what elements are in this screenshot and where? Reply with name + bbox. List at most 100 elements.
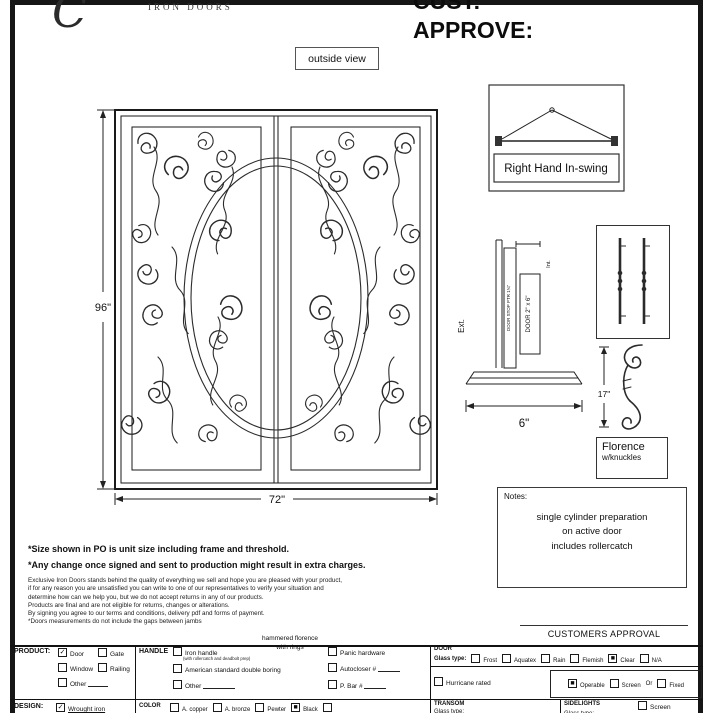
label-autocloser: Autocloser # xyxy=(340,666,377,673)
blank-autocloser[interactable] xyxy=(377,665,400,672)
checkbox-hurricane[interactable] xyxy=(434,677,443,686)
option-glass-flemish[interactable]: Flemish xyxy=(570,654,603,664)
checkbox-operable[interactable]: ■ xyxy=(567,679,577,688)
blank-handle-other[interactable] xyxy=(203,682,236,689)
checkbox-black[interactable]: ■ xyxy=(291,703,301,712)
checkbox-color-extra[interactable] xyxy=(322,703,332,712)
checkbox-railing[interactable] xyxy=(98,663,107,672)
checkbox-a-bronze[interactable] xyxy=(212,703,222,712)
scroll-handle xyxy=(621,344,643,430)
door-section-label: DOOR 2" x 6" xyxy=(526,296,532,333)
frame-left xyxy=(10,0,15,713)
jamb-width-dimension xyxy=(465,400,583,412)
checkbox-handle-other[interactable] xyxy=(173,680,182,689)
door-height-dim: 96" xyxy=(95,302,111,314)
option-product-gate[interactable]: Gate xyxy=(98,648,124,658)
checkbox-sidelights-screen[interactable] xyxy=(638,701,647,710)
option-fixed[interactable]: Fixed xyxy=(657,679,684,689)
option-glass-na[interactable]: N/A xyxy=(639,654,662,664)
handle-name: Florence xyxy=(602,441,645,453)
fine-print-line-5: By signing you agree to our terms and co… xyxy=(28,610,265,618)
label-american-boring: American standard double boring xyxy=(185,667,281,674)
checkbox-door-screen[interactable] xyxy=(609,679,619,688)
swing-label: Right Hand In-swing xyxy=(504,163,608,175)
interior-label: Int. xyxy=(546,260,552,268)
checkbox-frost[interactable] xyxy=(471,654,481,663)
transom-sidelights-divider xyxy=(560,699,561,713)
label-black: Black xyxy=(303,707,318,713)
option-product-other[interactable]: Other xyxy=(58,678,109,688)
checkbox-american-boring[interactable] xyxy=(173,664,182,673)
annotation-line-1: hammered florence xyxy=(262,635,318,642)
checkbox-rain[interactable] xyxy=(541,654,551,663)
label-gate: Gate xyxy=(110,651,125,658)
label-hurricane: Hurricane rated xyxy=(446,680,491,687)
checkbox-flemish[interactable] xyxy=(570,654,580,663)
option-product-door[interactable]: ✓Door xyxy=(58,648,84,658)
option-color-black[interactable]: ■Black xyxy=(291,703,318,713)
notes-line-3: includes rollercatch xyxy=(551,540,633,552)
option-product-railing[interactable]: Railing xyxy=(98,663,130,673)
color-label: COLOR xyxy=(139,703,161,709)
blank-pbar[interactable] xyxy=(364,682,387,689)
checkbox-gate[interactable] xyxy=(98,648,107,657)
label-flemish: Flemish xyxy=(582,658,604,664)
door-stop-label: DOOR STOP PTR 1¾" xyxy=(506,285,511,332)
label-pewter: Pewter xyxy=(267,707,287,713)
option-glass-frost[interactable]: Frost xyxy=(471,654,497,664)
checkbox-pbar[interactable] xyxy=(328,680,337,689)
option-hurricane[interactable]: Hurricane rated xyxy=(434,677,491,687)
footnote-size: *Size shown in PO is unit size including… xyxy=(28,544,290,554)
sidelights-glass-label: Glass type: xyxy=(564,711,594,713)
option-glass-aquatex[interactable]: Aquatex xyxy=(502,654,536,664)
signature-line[interactable] xyxy=(520,625,688,626)
notes-title: Notes: xyxy=(504,492,528,501)
option-iron-handle[interactable]: Iron handle xyxy=(173,647,218,657)
option-sidelights-screen[interactable]: Screen xyxy=(638,701,671,711)
frame-top xyxy=(10,0,698,5)
option-color-pewter[interactable]: Pewter xyxy=(255,703,286,713)
option-panic-hardware[interactable]: Panic hardware xyxy=(328,647,385,657)
option-glass-clear[interactable]: ■Clear xyxy=(608,654,635,664)
customers-approval-label: CUSTOMERS APPROVAL xyxy=(547,629,661,639)
checkbox-clear[interactable]: ■ xyxy=(608,654,618,663)
checkbox-aquatex[interactable] xyxy=(502,654,512,663)
option-american-boring[interactable]: American standard double boring xyxy=(173,664,281,674)
checkbox-fixed[interactable] xyxy=(657,679,667,688)
or-label: Or xyxy=(645,681,653,687)
door-pulls-box xyxy=(596,225,670,339)
order-form: PRODUCT: ✓Door Gate Window Railing Other… xyxy=(10,645,703,713)
option-wrought-iron[interactable]: ✓Wrought iron xyxy=(56,703,105,713)
option-color-a-bronze[interactable]: A. bronze xyxy=(212,703,250,713)
option-color-extra[interactable] xyxy=(322,703,335,713)
blank-product-other[interactable] xyxy=(88,680,109,687)
label-railing: Railing xyxy=(110,666,130,673)
option-product-window[interactable]: Window xyxy=(58,663,93,673)
option-glass-rain[interactable]: Rain xyxy=(541,654,565,664)
option-handle-other[interactable]: Other xyxy=(173,680,236,690)
label-fixed: Fixed xyxy=(669,683,685,689)
swing-plan-view xyxy=(495,107,618,146)
option-color-a-copper[interactable]: A. copper xyxy=(170,703,208,713)
checkbox-panic-hardware[interactable] xyxy=(328,647,337,656)
blank-sidelights-glass[interactable] xyxy=(596,709,621,713)
handle-height-dimension xyxy=(599,346,609,428)
checkbox-na[interactable] xyxy=(639,654,649,663)
checkbox-iron-handle[interactable] xyxy=(173,647,182,656)
notes-body: single cylinder preparation on active do… xyxy=(498,511,686,554)
checkbox-pewter[interactable] xyxy=(255,703,265,712)
checkbox-door[interactable]: ✓ xyxy=(58,648,67,657)
checkbox-wrought-iron[interactable]: ✓ xyxy=(56,703,65,712)
checkbox-window[interactable] xyxy=(58,663,67,672)
checkbox-a-copper[interactable] xyxy=(170,703,179,712)
label-na: N/A xyxy=(651,658,662,664)
checkbox-product-other[interactable] xyxy=(58,678,67,687)
approve-label: APPROVE: xyxy=(413,17,534,43)
form-col-divider-2 xyxy=(430,645,431,713)
option-pbar[interactable]: P. Bar # xyxy=(328,680,387,690)
option-door-screen[interactable]: Screen xyxy=(609,679,641,689)
option-operable[interactable]: ■Operable xyxy=(567,679,605,689)
checkbox-autocloser[interactable] xyxy=(328,663,337,672)
option-autocloser[interactable]: Autocloser # xyxy=(328,663,400,673)
